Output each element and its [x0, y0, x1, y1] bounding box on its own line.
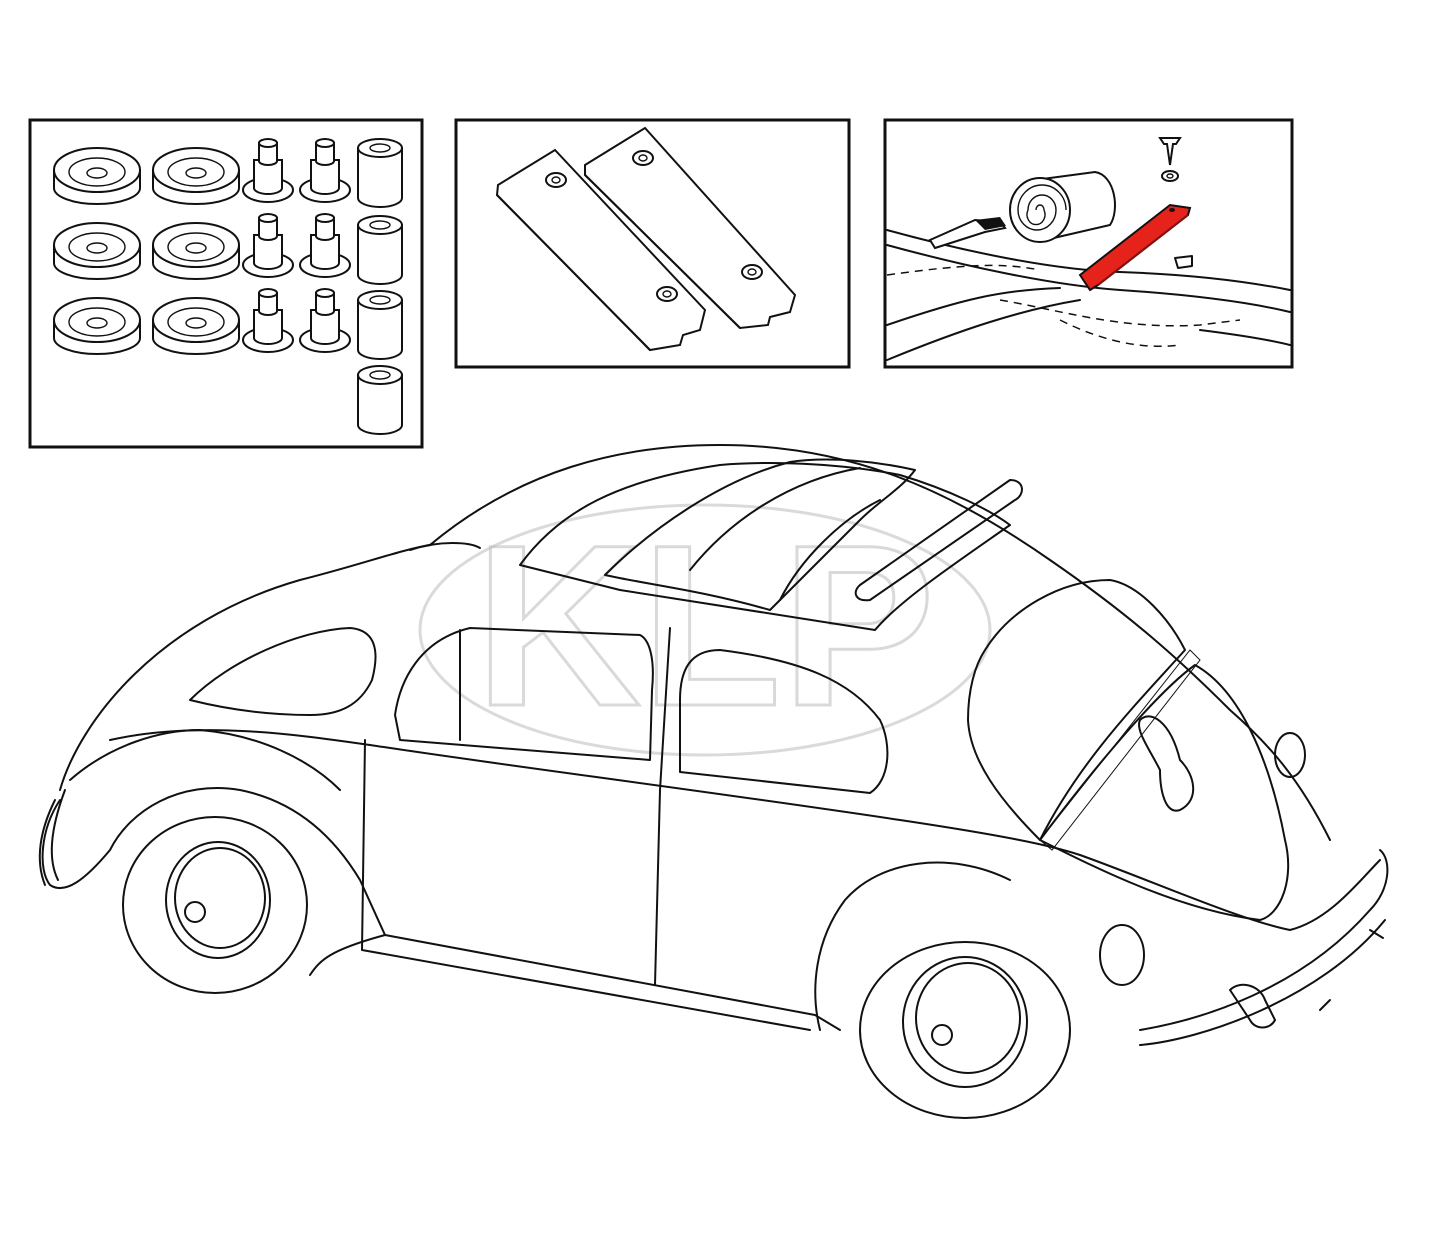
flanged-bushing	[242, 213, 294, 278]
spacer-sleeve	[357, 290, 403, 360]
grommet-recess	[167, 307, 225, 337]
panel-grommets-bushings	[28, 118, 424, 449]
vw-logo-icon	[931, 1024, 953, 1046]
large-grommet	[152, 222, 240, 280]
roof-trim-strip	[854, 479, 1023, 602]
door-rear-window	[394, 627, 654, 761]
flanged-bushing	[242, 138, 294, 203]
grommet-hole	[86, 242, 108, 254]
grommet-hole	[185, 242, 207, 254]
vw-logo-icon	[184, 901, 206, 923]
grommet-recess	[68, 307, 126, 337]
sleeve-body	[357, 224, 403, 285]
beetle-car	[38, 444, 1389, 1119]
panel-slide-plates	[454, 118, 851, 369]
trim-strip-highlighted	[1078, 203, 1192, 292]
panel-frame	[883, 118, 1294, 369]
sleeve-hole	[369, 143, 391, 153]
bushing-neck	[258, 217, 278, 241]
bushing-top	[315, 138, 335, 148]
flanged-bushing	[242, 288, 294, 353]
spacer-sleeve	[357, 138, 403, 208]
rear-bumper	[38, 789, 66, 886]
grommet-hole	[86, 167, 108, 179]
grommet-recess	[68, 157, 126, 187]
svg-text:KLP: KLP	[475, 497, 935, 754]
sleeve-top	[357, 365, 403, 385]
sleeve-top	[357, 138, 403, 158]
bushing-body	[253, 309, 283, 345]
sunroof-opening	[519, 462, 1011, 631]
bushing-body	[310, 234, 340, 270]
bushing-top	[258, 213, 278, 223]
headlight	[1099, 924, 1145, 986]
large-grommet	[152, 147, 240, 205]
sleeve-hole	[369, 370, 391, 380]
rear-wheel	[122, 816, 308, 994]
bushing-neck	[258, 142, 278, 166]
large-grommet	[53, 297, 141, 355]
grommet-recess	[167, 232, 225, 262]
large-grommet	[152, 297, 240, 355]
grommet-recess	[68, 232, 126, 262]
bushing-neck	[258, 292, 278, 316]
grommet-hole	[185, 317, 207, 329]
flanged-bushing	[299, 288, 351, 353]
slide-plate-left	[495, 148, 707, 352]
sleeve-top	[357, 290, 403, 310]
sleeve-body	[357, 374, 403, 435]
bushing-body	[253, 234, 283, 270]
headlight	[1274, 732, 1306, 778]
front-fender	[814, 854, 1381, 1031]
sleeve-hole	[369, 220, 391, 230]
knife-icon	[928, 217, 1007, 250]
front-hood	[1039, 664, 1290, 921]
grommet-hole	[86, 317, 108, 329]
car-body-outline	[59, 444, 1331, 841]
flanged-bushing	[299, 213, 351, 278]
bushing-neck	[315, 292, 335, 316]
bushing-body	[310, 309, 340, 345]
grommet-recess	[167, 157, 225, 187]
klp-watermark: KLP	[418, 496, 992, 757]
bushing-body	[253, 159, 283, 195]
spacer-sleeve	[357, 365, 403, 435]
cowl-vent-grille	[1039, 649, 1201, 851]
bushing-top	[315, 288, 335, 298]
bushing-neck	[315, 217, 335, 241]
screw-icon	[1158, 137, 1182, 182]
seal-roll	[1009, 170, 1116, 243]
door-front-window	[679, 649, 889, 794]
windshield	[967, 579, 1186, 841]
sleeve-top	[357, 215, 403, 235]
rear-window	[189, 627, 377, 716]
sunroof-frame-section	[886, 229, 1291, 361]
front-wheel	[859, 941, 1071, 1119]
sleeve-body	[357, 299, 403, 360]
grommet-hole	[185, 167, 207, 179]
panel-seal-trim	[883, 118, 1294, 369]
hood-handle	[1138, 715, 1195, 812]
front-bumper	[1139, 849, 1389, 1046]
sleeve-hole	[369, 295, 391, 305]
large-grommet	[53, 222, 141, 280]
bushing-top	[315, 213, 335, 223]
slide-plate-right	[584, 126, 797, 330]
grommet-set	[53, 138, 403, 435]
flanged-bushing	[299, 138, 351, 203]
bushing-neck	[315, 142, 335, 166]
spacer-sleeve	[357, 215, 403, 285]
sleeve-body	[357, 147, 403, 208]
folded-sunroof-canvas	[604, 458, 916, 611]
large-grommet	[53, 147, 141, 205]
bushing-top	[258, 138, 278, 148]
bushing-body	[310, 159, 340, 195]
bushing-top	[258, 288, 278, 298]
